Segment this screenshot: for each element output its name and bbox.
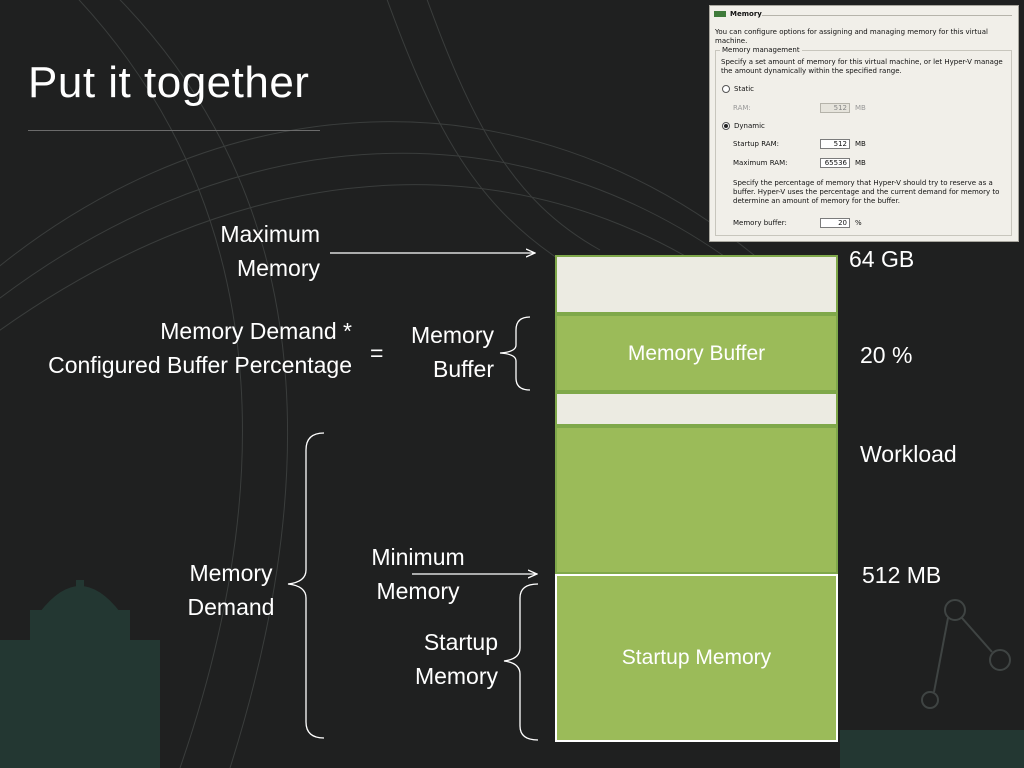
max-ram-input[interactable]: 65536 [820,158,850,168]
ram-unit: MB [855,104,866,112]
static-radio[interactable] [722,85,730,93]
stack-gap-block [555,392,838,426]
workload-label: Workload [860,441,957,467]
max-ram-label: Maximum RAM: [733,159,788,167]
dialog-header-text: Memory [730,10,762,18]
startup-memory-line1: Startup [423,629,498,655]
memory-buffer-label: Memory Buffer [380,318,494,386]
max-value: 64 GB [849,246,915,272]
demand-formula-line2: Configured Buffer Percentage [48,352,352,378]
group-label: Memory management [720,46,802,55]
hyperv-memory-dialog: Memory You can configure options for ass… [709,5,1019,242]
ram-input[interactable]: 512 [820,103,850,113]
min-value: 512 MB [862,562,942,588]
buffer-value: 20 % [860,342,913,368]
static-label: Static [734,85,755,93]
dialog-intro: You can configure options for assigning … [715,28,988,45]
dynamic-label: Dynamic [734,122,765,130]
memory-management-group: Memory management Specify a set amount o… [715,46,1012,236]
minimum-memory-label: Minimum Memory [356,540,480,608]
group-desc: Specify a set amount of memory for this … [721,58,1003,75]
static-radio-row[interactable]: Static [722,85,754,94]
maximum-memory-line2: Memory [236,255,320,281]
memory-demand-line1: Memory [189,560,273,586]
startup-memory-line2: Memory [414,663,498,689]
equals-sign: = [370,340,384,366]
demand-formula-label: Memory Demand * Configured Buffer Percen… [4,314,352,382]
memory-chip-icon [714,11,726,17]
workload-block [555,426,838,574]
max-ram-unit: MB [855,159,866,167]
memory-buffer-block: Memory Buffer [555,314,838,392]
dialog-header: Memory [714,10,762,19]
startup-memory-block: Startup Memory [555,574,838,742]
startup-memory-block-label: Startup Memory [621,646,772,669]
maximum-memory-line1: Maximum [220,221,320,247]
buffer-input[interactable]: 20 [820,218,850,228]
startup-memory-label: Startup Memory [380,625,498,693]
minimum-memory-line1: Minimum [371,544,465,570]
memory-demand-label: Memory Demand [172,556,290,624]
startup-ram-label: Startup RAM: [733,140,779,148]
dynamic-radio[interactable] [722,122,730,130]
buffer-label: Memory buffer: [733,219,787,227]
dialog-header-rule [762,15,1012,16]
buffer-desc: Specify the percentage of memory that Hy… [733,179,1000,205]
maximum-memory-label: Maximum Memory [170,217,320,285]
startup-ram-input[interactable]: 512 [820,139,850,149]
memory-buffer-line1: Memory [410,322,494,348]
ram-label: RAM: [733,104,751,112]
memory-demand-line2: Demand [187,594,275,620]
memory-buffer-line2: Buffer [433,356,494,382]
minimum-memory-line2: Memory [376,578,460,604]
startup-ram-unit: MB [855,140,866,148]
demand-formula-line1: Memory Demand * [160,318,352,344]
stack-top-block [555,255,838,314]
buffer-unit: % [855,219,862,227]
dynamic-radio-row[interactable]: Dynamic [722,122,765,131]
title-divider [28,130,320,131]
memory-buffer-block-label: Memory Buffer [627,342,766,365]
slide-title: Put it together [28,58,310,107]
